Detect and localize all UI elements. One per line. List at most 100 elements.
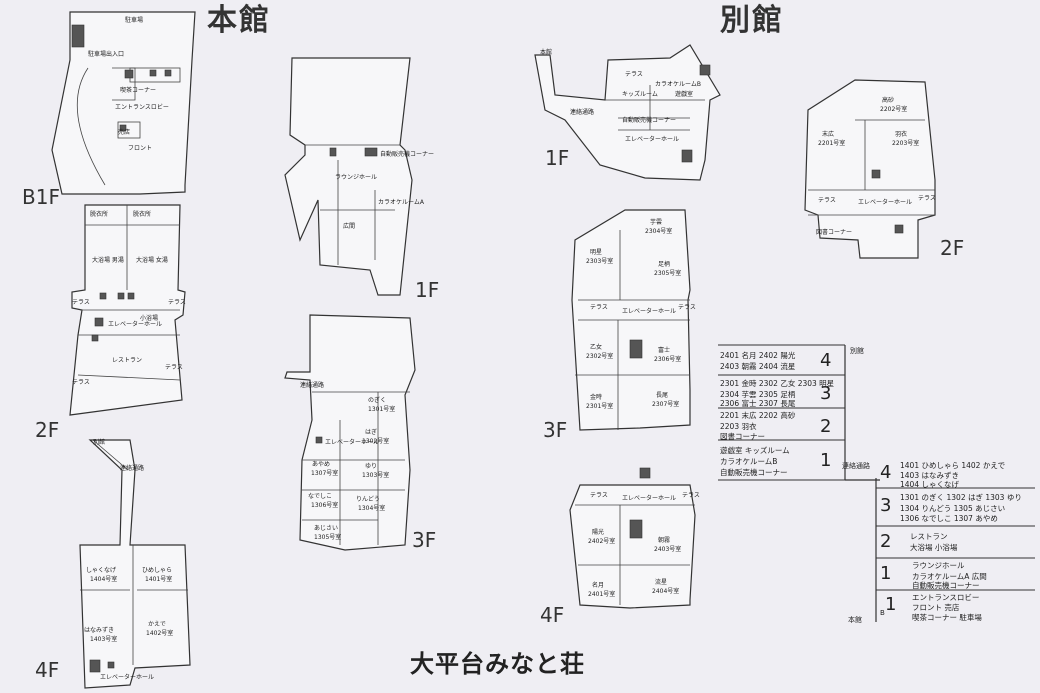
room-himeshara-no: 1401号室 <box>145 576 173 583</box>
main-1f-label: 1F <box>415 278 440 302</box>
room-myojo-no: 2303号室 <box>586 258 614 265</box>
room-nadeshiko: なでしこ <box>308 493 333 500</box>
main4-elevator-label: エレベーターホール <box>100 674 155 681</box>
dir-m4-line2: 1403 はなみずき <box>900 471 959 480</box>
room-kintoki-no: 2301号室 <box>586 403 614 410</box>
dir-a2-line2: 2203 羽衣 <box>720 422 757 431</box>
coffee-label: 喫茶コーナー <box>120 87 157 94</box>
main3-connecting-label: 連絡通路 <box>300 382 325 389</box>
main2-terrace-right: テラス <box>168 299 186 306</box>
room-ryusei: 流星 <box>655 579 668 586</box>
main2-terrace-left: テラス <box>72 299 90 306</box>
room-hagi: はぎ <box>365 429 378 436</box>
dir-a1-num: 1 <box>820 450 832 471</box>
dir-mb-line2: フロント 売店 <box>912 603 960 612</box>
directory-lines <box>718 344 1035 622</box>
main4-to-annex: 別館 <box>93 439 106 446</box>
room-takasago: 高砂 <box>882 97 895 104</box>
annex-2f-label: 2F <box>940 236 965 260</box>
front-label: フロント <box>128 145 153 152</box>
dir-m3-line2: 1304 りんどう 1305 あじさい <box>900 504 1006 513</box>
room-hagi-no: 1302号室 <box>362 438 390 445</box>
main-3f-plan <box>284 314 416 551</box>
main-b1f-label: B1F <box>22 185 60 209</box>
room-hanamizuki: はなみずき <box>84 627 115 634</box>
dir-a1-line1: 遊戯室 キッズルーム <box>720 446 790 455</box>
dir-a1-line2: カラオケルームB <box>720 457 778 466</box>
main-3f-label: 3F <box>412 528 437 552</box>
annex2-elevator: エレベーターホール <box>858 199 913 206</box>
room-myojo: 明星 <box>590 249 603 256</box>
room-himeshara: ひめしゃら <box>142 567 173 574</box>
annex-4f-plan <box>569 467 696 609</box>
annex1-to-main: 本館 <box>540 49 553 56</box>
karaoke-a-label: カラオケルームA <box>378 199 424 206</box>
room-chojo-no: 2307号室 <box>652 401 680 408</box>
room-yuri: ゆり <box>365 463 378 470</box>
bekkan-title: 別館 <box>720 3 784 38</box>
facility-name: 大平台みなと荘 <box>410 650 585 678</box>
main2-terrace-bottom-right: テラス <box>165 364 183 371</box>
parking-label: 駐車場 <box>125 17 144 24</box>
annex2-terrace-left: テラス <box>818 197 836 204</box>
room-takasago-no: 2202号室 <box>880 106 908 113</box>
annex-3f-plan <box>571 209 691 431</box>
room-meigetsu-no: 2401号室 <box>588 591 616 598</box>
dir-a4-line1: 2401 名月 2402 陽光 <box>720 351 796 360</box>
main2-terrace-bottom-left: テラス <box>72 379 90 386</box>
room-ayame: あやめ <box>312 461 331 468</box>
dir-mb-b: B <box>880 609 885 617</box>
annex4-terrace-left: テラス <box>590 492 608 499</box>
dir-m2-line2: 大浴場 小浴場 <box>910 543 958 552</box>
bath-m-label: 大浴場 男湯 <box>92 257 124 264</box>
room-fuji-no: 2306号室 <box>654 356 682 363</box>
parking-entrance-label: 駐車場出入口 <box>88 51 125 58</box>
annex1-terrace: テラス <box>625 71 643 78</box>
room-kaede-no: 1402号室 <box>146 630 174 637</box>
annex-3f-label: 3F <box>543 418 568 442</box>
dir-a2-line1: 2201 末広 2202 高砂 <box>720 411 796 420</box>
main-4f-plan <box>79 439 191 689</box>
main-b1f-plan <box>51 11 196 195</box>
room-hagoromo-no: 2203号室 <box>892 140 920 147</box>
dressing-f-label: 脱衣所 <box>133 211 152 218</box>
room-ryusei-no: 2404号室 <box>652 588 680 595</box>
room-otome: 乙女 <box>590 344 603 351</box>
dir-a2-num: 2 <box>820 416 832 437</box>
dir-a3-line1: 2301 金時 2302 乙女 2303 明星 <box>720 379 835 388</box>
annex4-terrace-right: テラス <box>682 492 700 499</box>
room-ashigara: 足柄 <box>658 261 671 268</box>
room-youkou-no: 2402号室 <box>588 538 616 545</box>
annex4-elevator: エレベーターホール <box>622 495 677 502</box>
dir-main-label: 本館 <box>848 616 862 624</box>
annex-1f-label: 1F <box>545 146 570 170</box>
dir-m2-line1: レストラン <box>910 532 948 541</box>
main-2f-label: 2F <box>35 418 60 442</box>
annex1-elevator: エレベーターホール <box>625 136 680 143</box>
room-kintoki: 金時 <box>590 394 603 401</box>
room-nogiku-no: 1301号室 <box>368 406 396 413</box>
room-kaede: かえで <box>148 621 166 628</box>
main-4f-label: 4F <box>35 658 60 682</box>
room-rindou-no: 1304号室 <box>358 505 386 512</box>
dir-m4-line3: 1404 しゃくなげ <box>900 480 959 489</box>
annex1-connecting: 連絡通路 <box>570 109 595 116</box>
dir-m3-line1: 1301 のぎく 1302 はぎ 1303 ゆり <box>900 493 1022 502</box>
room-ashigara-no: 2305号室 <box>654 270 682 277</box>
room-shakunage-no: 1404号室 <box>90 576 118 583</box>
dir-m4-line1: 1401 ひめしゃら 1402 かえで <box>900 461 1006 470</box>
main3-elevator-label: エレベーターホール <box>325 439 380 446</box>
dir-m1-num: 1 <box>880 563 892 584</box>
annex1-vending: 自動販売機コーナー <box>622 117 677 124</box>
room-nogiku: のぎく <box>368 397 387 404</box>
dir-m1-line2: カラオケルームA 広間 <box>912 572 987 581</box>
main1-vending-label: 自動販売機コーナー <box>380 151 435 158</box>
annex-1f-plan <box>534 44 721 181</box>
main4-connecting: 連絡通路 <box>120 465 145 472</box>
room-suehiro-no: 2201号室 <box>818 140 846 147</box>
room-ajisai: あじさい <box>314 525 339 532</box>
room-hagoromo: 羽衣 <box>895 131 908 138</box>
dir-m1-line3: 自動販売機コーナー <box>912 581 980 590</box>
